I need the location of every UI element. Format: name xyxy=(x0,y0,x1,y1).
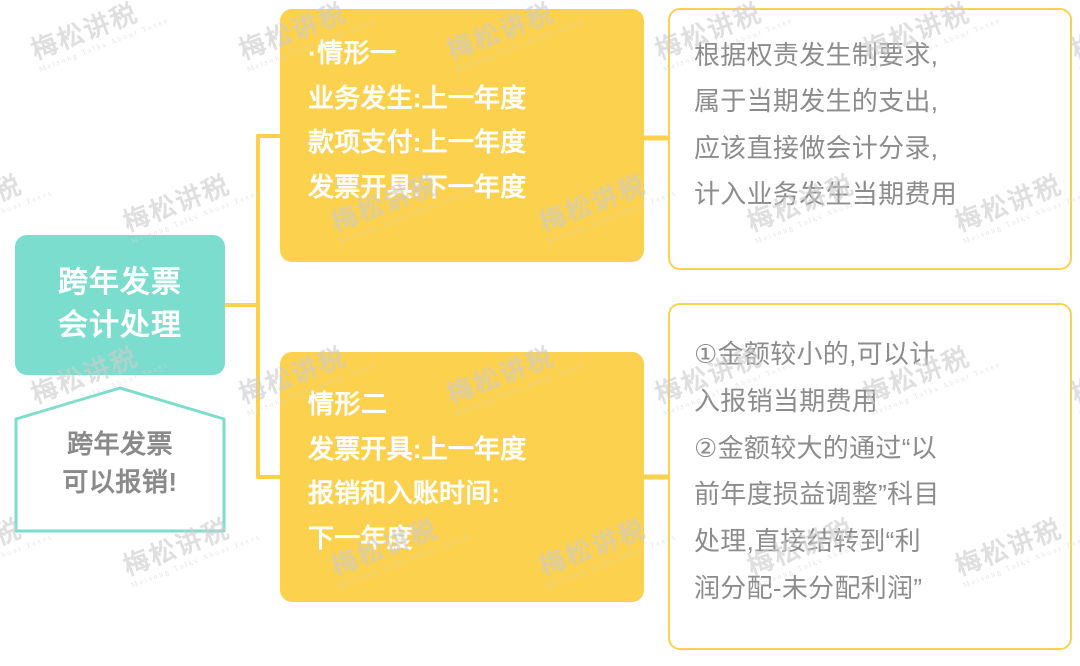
root-node-line-1: 跨年发票 xyxy=(58,266,182,300)
detail-2-line-3: ②金额较大的通过“以 xyxy=(694,432,937,463)
detail-2-line-2: 入报销当期费用 xyxy=(694,385,879,416)
detail-1-line-1: 根据权责发生制要求, xyxy=(694,40,939,70)
callout-node-reimbursable[interactable]: 跨年发票 可以报销! xyxy=(12,385,228,535)
detail-2-line-5: 处理,直接结转到“利 xyxy=(694,526,921,557)
detail-1-line-4: 计入业务发生当期费用 xyxy=(694,178,958,209)
detail-node-situation-1[interactable]: 根据权责发生制要求, 属于当期发生的支出, 应该直接做会计分录, 计入业务发生当… xyxy=(668,8,1072,270)
branch-node-situation-1[interactable]: ·情形一 业务发生:上一年度 款项支付:上一年度 发票开具:下一年度 xyxy=(280,9,644,262)
branch-1-line-3: 款项支付:上一年度 xyxy=(308,127,527,158)
branch-1-line-4: 发票开具:下一年度 xyxy=(308,172,527,203)
branch-1-line-2: 业务发生:上一年度 xyxy=(308,82,527,113)
root-node-line-2: 会计处理 xyxy=(58,309,182,342)
root-node-cross-year-invoice-accounting[interactable]: 跨年发票 会计处理 xyxy=(15,235,225,375)
detail-1-line-3: 应该直接做会计分录, xyxy=(694,132,939,163)
callout-line-2: 可以报销! xyxy=(62,467,178,498)
branch-2-line-4: 下一年度 xyxy=(308,523,413,554)
detail-node-situation-2[interactable]: ①金额较小的,可以计 入报销当期费用 ②金额较大的通过“以 前年度损益调整”科目… xyxy=(668,303,1072,650)
callout-text-block: 跨年发票 可以报销! xyxy=(12,425,228,502)
detail-2-line-4: 前年度损益调整”科目 xyxy=(694,479,940,510)
branch-node-situation-2[interactable]: 情形二 发票开具:上一年度 报销和入账时间: 下一年度 xyxy=(280,352,644,602)
detail-2-line-6: 润分配-未分配利润” xyxy=(694,572,923,603)
callout-line-1: 跨年发票 xyxy=(66,429,173,459)
branch-2-line-1: 情形二 xyxy=(308,389,388,419)
detail-1-line-2: 属于当期发生的支出, xyxy=(694,86,939,117)
detail-2-line-1: ①金额较小的,可以计 xyxy=(694,339,936,369)
branch-1-line-1: ·情形一 xyxy=(308,38,397,68)
branch-2-line-3: 报销和入账时间: xyxy=(308,478,501,509)
branch-2-line-2: 发票开具:上一年度 xyxy=(308,433,527,464)
house-shape-icon xyxy=(14,386,226,533)
